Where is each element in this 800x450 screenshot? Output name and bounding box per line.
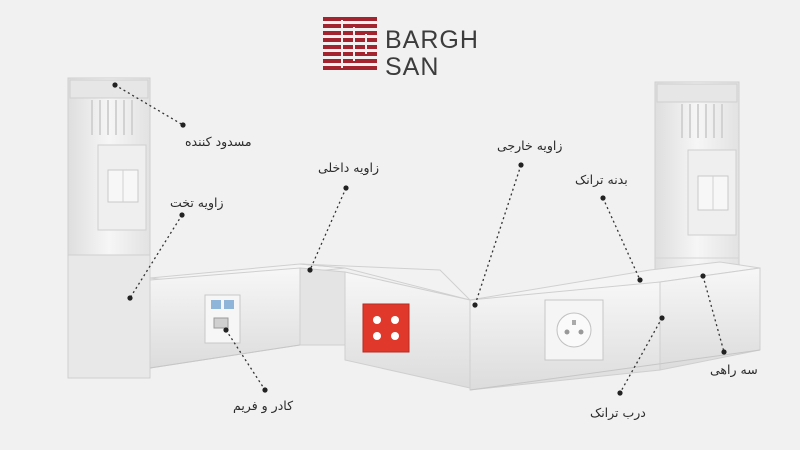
label-flat-angle: زاویه تخت xyxy=(170,195,224,210)
right-column xyxy=(654,81,740,283)
label-internal-angle: زاویه داخلی xyxy=(318,160,380,175)
label-tee: سه راهی xyxy=(710,362,758,377)
label-trunk-body: بدنه ترانک xyxy=(575,172,628,187)
left-blocker-vents xyxy=(91,100,133,135)
brand-name-line1: BARGH xyxy=(385,26,479,54)
label-external-angle: زاویه خارجی xyxy=(497,138,563,153)
brand-logo-icon xyxy=(323,17,377,70)
label-frame: کادر و فریم xyxy=(233,398,294,413)
label-blocker: مسدود کننده xyxy=(185,134,252,149)
red-socket xyxy=(362,303,410,353)
data-port-icon xyxy=(211,300,221,309)
label-trunk-cover: درب ترانک xyxy=(590,405,646,420)
trunk-run xyxy=(67,254,761,391)
brand-name-line2: SAN xyxy=(385,53,440,81)
